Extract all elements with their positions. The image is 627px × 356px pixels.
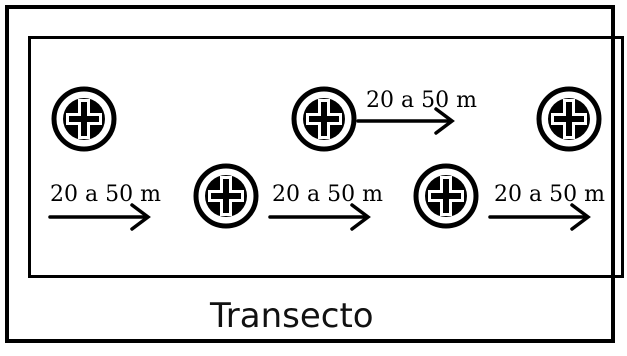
plot-cross-icon	[416, 166, 476, 226]
distance-label: 20 a 50 m	[272, 182, 383, 207]
transect-area	[28, 36, 624, 278]
plot-cross-icon	[539, 89, 599, 149]
arrow-right-icon	[356, 107, 455, 135]
plot-cross-icon	[196, 166, 256, 226]
distance-label: 20 a 50 m	[494, 182, 605, 207]
outer-frame	[5, 5, 615, 343]
plot-cross-icon	[54, 89, 114, 149]
arrow-right-icon	[488, 203, 591, 231]
distance-label: 20 a 50 m	[50, 182, 161, 207]
transect-caption: Transecto	[210, 296, 374, 336]
arrow-right-icon	[268, 203, 371, 231]
distance-label: 20 a 50 m	[366, 88, 477, 113]
arrow-right-icon	[48, 203, 151, 231]
plot-cross-icon	[294, 89, 354, 149]
